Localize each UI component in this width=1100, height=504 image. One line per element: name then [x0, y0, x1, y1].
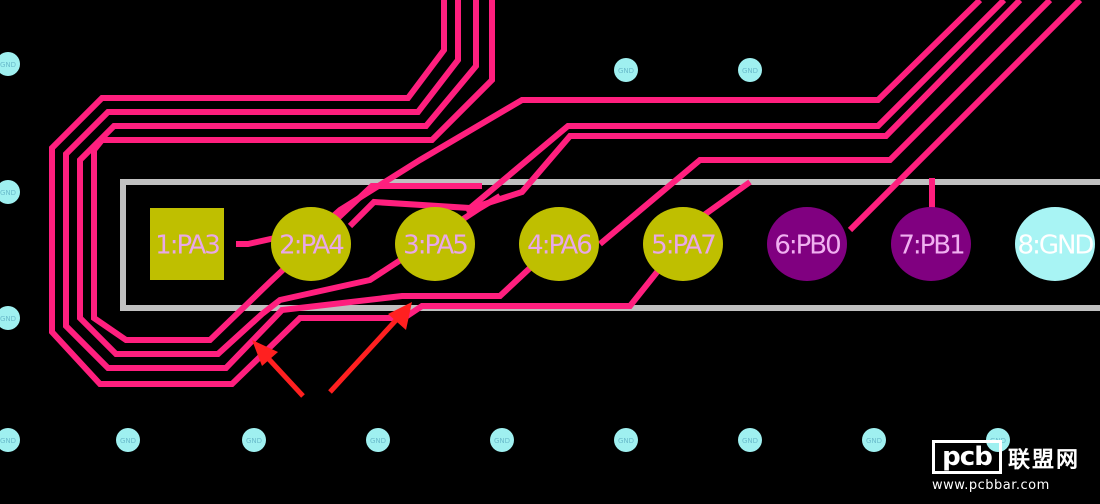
- via-label: GND: [618, 437, 634, 445]
- gnd-via: [366, 428, 390, 452]
- trace: [598, 0, 1053, 247]
- via-label: GND: [246, 437, 262, 445]
- pad-6: [767, 207, 847, 281]
- via-label: GND: [742, 67, 758, 75]
- gnd-via: [738, 58, 762, 82]
- via-label: GND: [866, 437, 882, 445]
- annotation-arrows: [252, 302, 412, 398]
- trace: [91, 0, 495, 343]
- arrow-head-left: [252, 340, 278, 366]
- pad-5: [643, 207, 723, 281]
- gnd-via: [738, 428, 762, 452]
- arrow-line-left: [264, 354, 305, 398]
- arrow-line-right: [328, 316, 400, 394]
- via-label: GND: [618, 67, 634, 75]
- pad-label: 2:PA4: [279, 231, 344, 261]
- via-label: GND: [370, 437, 386, 445]
- via-label: GND: [0, 61, 16, 69]
- pad-1: [150, 208, 224, 280]
- pad-7: [891, 207, 971, 281]
- gnd-via: [242, 428, 266, 452]
- pad-label: 4:PA6: [527, 231, 591, 261]
- gnd-via: [490, 428, 514, 452]
- pad-label: 5:PA7: [651, 231, 715, 261]
- pad-4: [519, 207, 599, 281]
- gnd-via: [0, 428, 20, 452]
- gnd-via: [116, 428, 140, 452]
- pad-label: 3:PA5: [403, 231, 467, 261]
- via-label: GND: [494, 437, 510, 445]
- gnd-via: [614, 58, 638, 82]
- pad-3: [395, 207, 475, 281]
- trace: [465, 0, 1023, 213]
- via-label: GND: [0, 315, 16, 323]
- trace: [63, 0, 563, 371]
- arrow-head-right: [388, 302, 412, 330]
- pad-2: [271, 207, 351, 281]
- trace-group-right: [236, 0, 1083, 247]
- pad-label: 6:PB0: [774, 231, 840, 261]
- via-label: GND: [0, 189, 16, 197]
- trace: [847, 0, 1083, 233]
- pad-label: 7:PB1: [898, 231, 964, 261]
- trace: [347, 0, 1007, 229]
- gnd-via: [614, 428, 638, 452]
- gnd-via: [0, 306, 20, 330]
- pad-label: 8:GND: [1018, 231, 1094, 261]
- gnd-via: [0, 180, 20, 204]
- pad-row: 1:PA3 2:PA4 3:PA5 4:PA6 5:PA7 6:PB0 7:PB1 8:GND: [150, 207, 1095, 281]
- gnd-via: [862, 428, 886, 452]
- via-label: GND: [742, 437, 758, 445]
- via-label: GND: [0, 437, 16, 445]
- trace: [49, 0, 752, 387]
- watermark-logo: pcb: [932, 440, 1002, 474]
- trace: [77, 0, 502, 357]
- via-label: GND: [120, 437, 136, 445]
- gnd-via: [0, 52, 20, 76]
- trace: [236, 0, 983, 247]
- watermark: pcb 联盟网 www.pcbbar.com: [932, 440, 1092, 496]
- watermark-url: www.pcbbar.com: [932, 478, 1050, 493]
- pad-8: [1015, 207, 1095, 281]
- pad-label: 1:PA3: [155, 231, 219, 261]
- watermark-name: 联盟网: [1008, 448, 1081, 473]
- trace-group-top: [49, 0, 752, 387]
